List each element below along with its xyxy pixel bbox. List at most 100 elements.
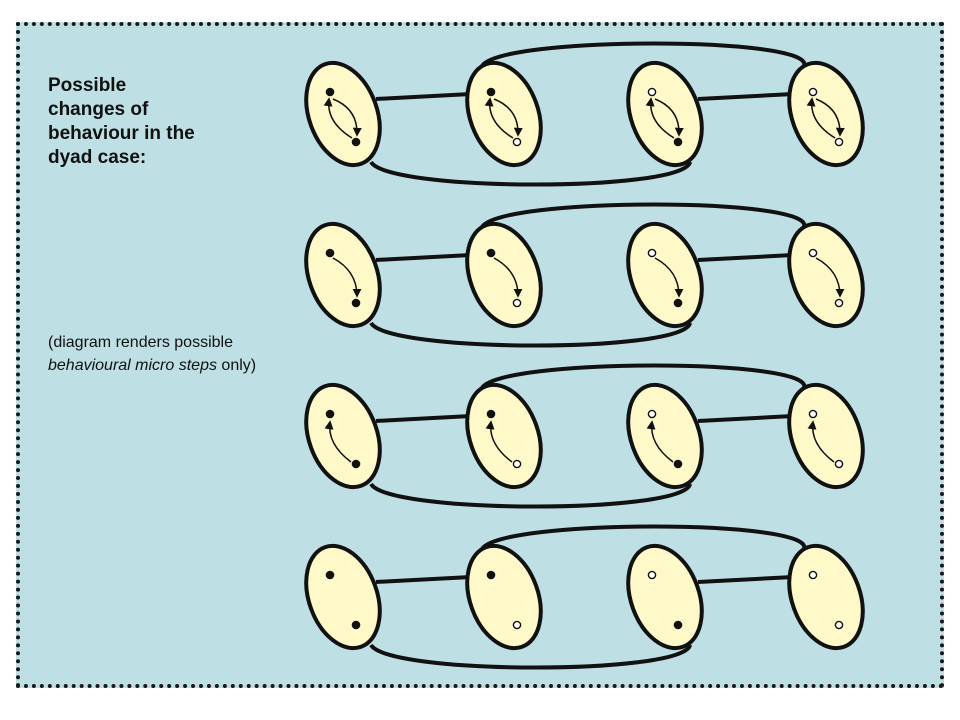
connector-line (697, 92, 794, 101)
state-dot-bottom (834, 137, 844, 147)
agent-4 (787, 221, 865, 329)
agent-ellipse (626, 60, 704, 168)
transition-arrow-up (806, 97, 836, 139)
transition-arrow-down (654, 98, 684, 137)
state-dot-bottom (512, 620, 522, 630)
agent-ellipse (304, 221, 382, 329)
diagram-title: Possible changes of behaviour in the dya… (48, 74, 263, 170)
transition-arrow-up (323, 97, 353, 139)
agent-1 (304, 382, 382, 490)
state-dot-top (486, 248, 496, 258)
top-link-arc (480, 524, 807, 551)
diagram-note: (diagram renders possible behavioural mi… (48, 331, 273, 377)
agent-ellipse (465, 60, 543, 168)
transition-arrow-up (324, 420, 352, 463)
agent-3 (626, 221, 704, 329)
title-line-1: Possible (48, 75, 127, 96)
state-dot-top (325, 570, 335, 580)
state-dot-top (647, 248, 657, 258)
state-dot-top (808, 248, 818, 258)
state-dot-top (486, 409, 496, 419)
transition-arrow-up (807, 420, 835, 463)
transition-arrow-down (332, 98, 362, 137)
state-dot-bottom (834, 298, 844, 308)
agent-ellipse (304, 382, 382, 490)
transition-arrow-up (485, 420, 513, 463)
state-dot-bottom (834, 459, 844, 469)
title-line-3: behaviour in the (48, 123, 195, 144)
state-dot-bottom (512, 137, 522, 147)
transition-arrow-up (645, 97, 675, 139)
state-dot-top (647, 409, 657, 419)
state-dot-top (325, 87, 335, 97)
state-dot-top (808, 409, 818, 419)
state-dot-top (808, 87, 818, 97)
agent-ellipse (787, 221, 865, 329)
state-dot-bottom (351, 459, 361, 469)
state-dot-top (647, 570, 657, 580)
bottom-link-arc (369, 643, 692, 670)
transition-arrow-down (332, 257, 362, 298)
title-line-2: changes of (48, 99, 149, 120)
agent-ellipse (787, 382, 865, 490)
agent-3 (626, 543, 704, 651)
state-dot-bottom (351, 298, 361, 308)
agent-ellipse (626, 382, 704, 490)
agent-ellipse (465, 543, 543, 651)
transition-arrow-down (654, 257, 684, 298)
agent-4 (787, 60, 865, 168)
agent-ellipse (465, 382, 543, 490)
connector-line (697, 414, 794, 423)
agent-ellipse (304, 60, 382, 168)
title-line-4: dyad case: (48, 147, 147, 168)
agent-2 (465, 60, 543, 168)
transition-arrow-down (815, 257, 845, 298)
top-link-arc (480, 202, 807, 229)
agent-ellipse (304, 543, 382, 651)
diagram-row-4 (304, 524, 865, 670)
agent-ellipse (787, 60, 865, 168)
state-dot-top (808, 570, 818, 580)
agent-4 (787, 543, 865, 651)
state-dot-top (486, 570, 496, 580)
state-dot-bottom (351, 620, 361, 630)
connector-line (375, 92, 472, 101)
state-dot-bottom (351, 137, 361, 147)
bottom-link-arc (369, 482, 692, 509)
state-dot-bottom (512, 459, 522, 469)
agent-3 (626, 382, 704, 490)
transition-arrow-down (493, 257, 523, 298)
transition-arrow-up (646, 420, 674, 463)
state-dot-bottom (673, 620, 683, 630)
top-link-arc (480, 363, 807, 390)
connector-line (697, 253, 794, 262)
agent-ellipse (626, 221, 704, 329)
top-link-arc (480, 41, 807, 68)
transition-arrow-up (484, 97, 514, 139)
bottom-link-arc (369, 321, 692, 348)
note-text-start: (diagram renders possible (48, 334, 233, 351)
bottom-link-arc (369, 160, 692, 187)
transition-arrow-down (493, 98, 523, 137)
note-text-italic: behavioural micro steps (48, 357, 217, 374)
state-dot-bottom (834, 620, 844, 630)
state-dot-bottom (673, 298, 683, 308)
transition-arrow-down (815, 98, 845, 137)
agent-ellipse (465, 221, 543, 329)
diagram-row-1 (304, 41, 865, 187)
agent-4 (787, 382, 865, 490)
state-dot-top (486, 87, 496, 97)
state-dot-bottom (512, 298, 522, 308)
note-text-end: only) (216, 357, 257, 374)
state-dot-bottom (673, 137, 683, 147)
state-dot-top (325, 248, 335, 258)
agent-3 (626, 60, 704, 168)
connector-line (375, 575, 472, 584)
agent-2 (465, 543, 543, 651)
agent-1 (304, 221, 382, 329)
agent-1 (304, 543, 382, 651)
diagram-row-3 (304, 363, 865, 509)
agent-2 (465, 382, 543, 490)
connector-line (697, 575, 794, 584)
